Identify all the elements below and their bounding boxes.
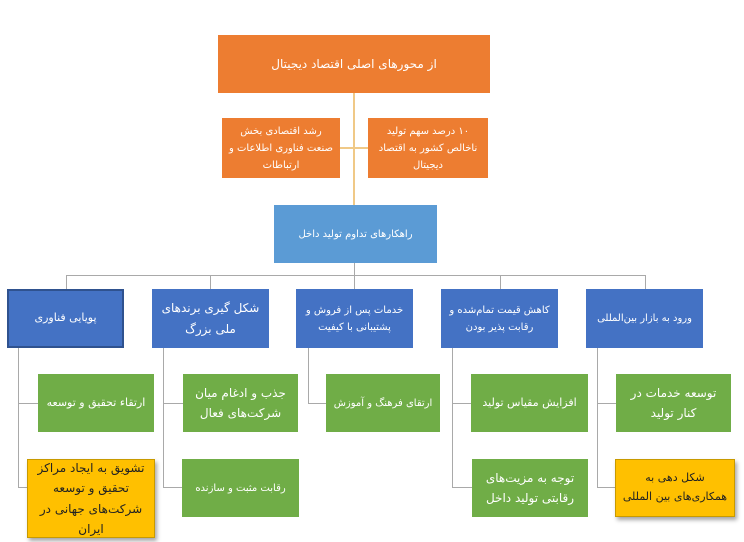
connector <box>18 487 28 488</box>
leaf-node: افزایش مقیاس تولید <box>471 374 588 432</box>
leaf-node: ارتقاء تحقیق و توسعه <box>38 374 154 432</box>
connector <box>354 275 355 289</box>
branch-node: ورود به بازار بین‌المللی <box>586 289 703 348</box>
connector <box>452 487 472 488</box>
connector <box>66 275 646 276</box>
connector <box>353 93 355 205</box>
highlight-leaf-node: شکل دهی به همکاری‌های بین المللی <box>615 459 735 517</box>
connector <box>18 403 38 404</box>
branch-node: خدمات پس از فروش و پشتیبانی با کیفیت <box>296 289 413 348</box>
connector <box>452 348 453 488</box>
connector <box>308 403 326 404</box>
branch-node: شکل گیری برندهای ملی بزرگ <box>152 289 269 348</box>
connector <box>210 275 211 289</box>
root-node: از محورهای اصلی اقتصاد دیجیتال <box>218 35 490 93</box>
connector <box>163 403 183 404</box>
connector <box>66 275 67 289</box>
connector <box>163 487 182 488</box>
connector <box>308 348 309 404</box>
center-node: راهکارهای تداوم تولید داخل <box>274 205 437 263</box>
connector <box>452 403 471 404</box>
leaf-node: جذب و ادغام میان شرکت‌های فعال <box>183 374 298 432</box>
connector <box>340 147 368 149</box>
branch-node: پویایی فناوری <box>7 289 124 348</box>
connector <box>597 403 616 404</box>
sub-node-right: ۱۰ درصد سهم تولید ناخالص کشور به اقتصاد … <box>368 118 488 178</box>
leaf-node: توجه به مزیت‌های رقابتی تولید داخل <box>472 459 588 517</box>
connector <box>500 275 501 289</box>
connector <box>597 487 615 488</box>
connector <box>645 275 646 289</box>
connector <box>354 263 355 275</box>
branch-node: کاهش قیمت تمام‌شده و رقابت پذیر بودن <box>441 289 558 348</box>
sub-node-left: رشد اقتصادی بخش صنعت فناوری اطلاعات و ار… <box>222 118 340 178</box>
connector <box>18 348 19 488</box>
leaf-node: ارتقای فرهنگ و آموزش <box>326 374 440 432</box>
leaf-node: توسعه خدمات در کنار تولید <box>616 374 731 432</box>
leaf-node: رقابت مثبت و سازنده <box>182 459 299 517</box>
connector <box>163 348 164 488</box>
highlight-leaf-node: تشویق به ایجاد مراکز تحقیق و توسعه شرکت‌… <box>27 459 155 538</box>
connector <box>597 348 598 488</box>
